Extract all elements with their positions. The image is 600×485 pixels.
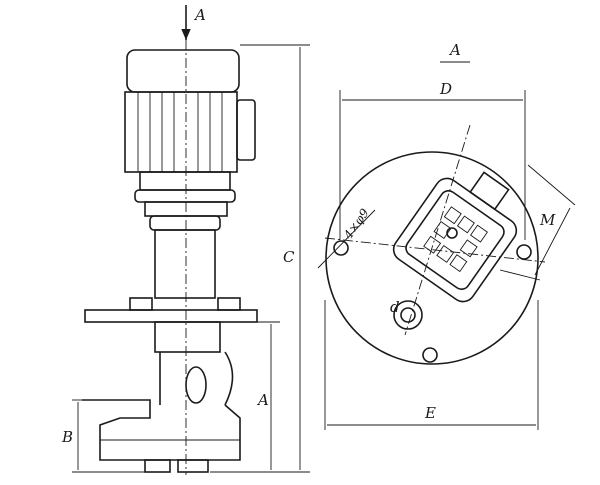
dim-b-label: B — [61, 428, 73, 446]
diagonal-centerline — [404, 124, 471, 336]
motor-cap — [126, 49, 240, 93]
dim-d-small-label: d — [390, 298, 400, 316]
bolt-hole-right — [516, 244, 532, 260]
bolt-left — [129, 297, 153, 311]
horizontal-centerline — [324, 237, 546, 263]
foot-left — [144, 459, 171, 473]
dim-m-label: M — [539, 211, 556, 229]
outlet-inner — [400, 307, 416, 323]
dim-e-label: E — [424, 404, 436, 422]
pump-body — [159, 351, 234, 406]
motor-outline — [392, 171, 518, 303]
bolt-leader — [317, 209, 376, 269]
view-title: A — [448, 41, 461, 59]
dim-m-line — [534, 207, 571, 276]
bolt-hole-left — [333, 240, 349, 256]
motor-flange — [139, 171, 231, 191]
mounting-plate — [84, 309, 258, 323]
top-view: A D d 4×φ9 M E — [317, 41, 576, 430]
column — [154, 321, 221, 353]
base-casing — [82, 399, 241, 461]
dim-a-label: A — [256, 391, 269, 409]
outlet-outer — [393, 300, 423, 330]
bolt-right — [217, 297, 241, 311]
motor-fins — [137, 92, 223, 172]
terminal-box — [236, 99, 256, 161]
coupling-top — [134, 189, 236, 203]
bolt-holes-label: 4×φ9 — [340, 206, 372, 243]
side-view: A C A — [61, 5, 310, 475]
view-arrow-label: A — [193, 6, 206, 24]
base-flange-circle — [325, 151, 539, 365]
dim-c-label: C — [283, 248, 295, 266]
foot-right — [177, 459, 209, 473]
bolt-hole-bottom — [422, 347, 438, 363]
shaft-center — [446, 227, 458, 239]
inspection-eye — [185, 366, 207, 404]
motor-body — [124, 91, 238, 173]
dim-d-label: D — [439, 80, 452, 98]
shaft-housing — [154, 229, 216, 299]
coupling-bottom — [149, 215, 221, 231]
